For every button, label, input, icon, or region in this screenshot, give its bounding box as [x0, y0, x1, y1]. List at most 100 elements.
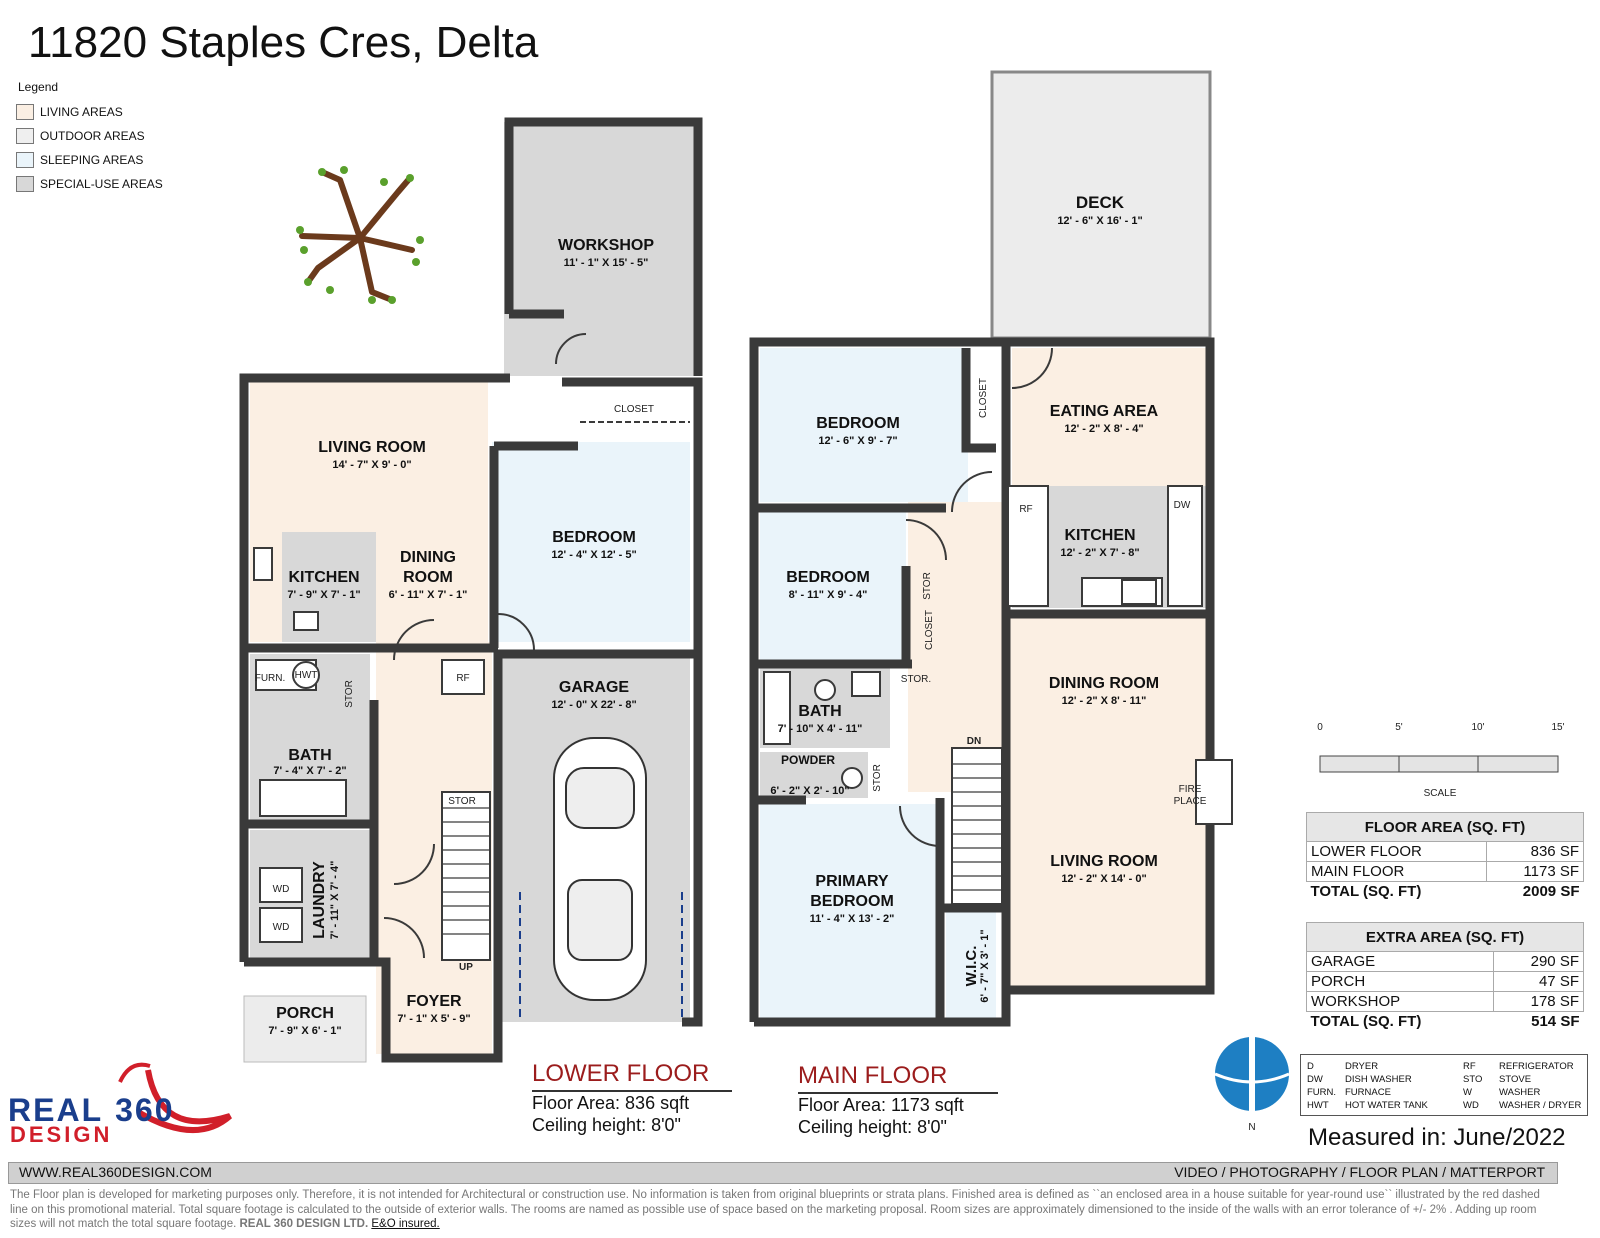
abbr-code: STO	[1463, 1074, 1483, 1085]
footer-services: VIDEO / PHOTOGRAPHY / FLOOR PLAN / MATTE…	[1174, 1164, 1545, 1180]
lower-rf-tag: RF	[456, 673, 469, 684]
floor-area-title: FLOOR AREA (SQ. FT)	[1306, 812, 1584, 842]
abbr-code: W	[1463, 1087, 1472, 1098]
main-fire-tag-2: PLACE	[1174, 796, 1207, 807]
logo-design: DESIGN	[10, 1122, 113, 1147]
measured-label: Measured in:	[1308, 1124, 1447, 1151]
main-bedroom1-name: BEDROOM	[816, 415, 900, 432]
scale-label: SCALE	[1424, 788, 1457, 799]
floor-area-value: 836 SF	[1485, 841, 1585, 862]
legend-label: LIVING AREAS	[40, 105, 123, 119]
main-closet-tag-1: CLOSET	[978, 378, 989, 418]
bedroom1-area	[760, 348, 968, 502]
main-stor-tag-3: STOR	[872, 764, 883, 792]
abbr-desc: WASHER / DRYER	[1499, 1100, 1582, 1111]
main-living-name: LIVING ROOM	[1050, 853, 1158, 870]
lower-foyer-dim: 7' - 1" X 5' - 9"	[397, 1013, 470, 1025]
extra-area-key: GARAGE	[1306, 951, 1494, 972]
lower-dining-name-2: ROOM	[403, 569, 453, 586]
main-powder-name: POWDER	[781, 753, 835, 767]
main-deck-name: DECK	[1076, 193, 1125, 212]
main-dn-tag: DN	[967, 736, 981, 747]
scale-tick-10: 10'	[1471, 722, 1484, 733]
bedroom-area	[492, 442, 690, 642]
abbr-desc: REFRIGERATOR	[1499, 1061, 1574, 1072]
primary-bedroom-area	[760, 804, 940, 1018]
main-bedroom1-dim: 12' - 6" X 9' - 7"	[818, 435, 897, 447]
abbr-desc: DRYER	[1345, 1061, 1379, 1072]
abbr-code: DW	[1307, 1074, 1323, 1085]
extra-area-value: 290 SF	[1492, 951, 1585, 972]
lower-dining-name-1: DINING	[400, 549, 456, 566]
lower-floor-area: Floor Area: 836 sqft	[532, 1093, 690, 1113]
main-powder-dim: 6' - 2" X 2' - 10"	[770, 785, 849, 797]
swatch-sleeping	[16, 152, 34, 168]
abbr-desc: STOVE	[1499, 1074, 1532, 1085]
lower-bedroom-name: BEDROOM	[552, 529, 636, 546]
lower-kitchen-name: KITCHEN	[288, 569, 359, 586]
lower-workshop-name: WORKSHOP	[558, 237, 654, 254]
legend-label: SPECIAL-USE AREAS	[40, 177, 163, 191]
main-floor-ceiling: Ceiling height: 8'0"	[798, 1117, 947, 1137]
main-primary-name-2: BEDROOM	[810, 893, 894, 910]
main-kitchen-dim: 12' - 2" X 7' - 8"	[1060, 547, 1139, 559]
lower-porch-name: PORCH	[276, 1005, 334, 1022]
abbr-desc: DISH WASHER	[1345, 1074, 1412, 1085]
lower-kitchen-dim: 7' - 9" X 7' - 1"	[287, 589, 360, 601]
abbr-code: D	[1307, 1061, 1314, 1072]
footer-website[interactable]: WWW.REAL360DESIGN.COM	[19, 1164, 212, 1180]
compass-label: N	[1248, 1122, 1255, 1133]
north-compass-icon: N	[1214, 1037, 1290, 1133]
scale-tick-0: 0	[1317, 722, 1323, 733]
legend-item-special: SPECIAL-USE AREAS	[16, 176, 163, 192]
main-floor-label: MAIN FLOOR	[798, 1062, 998, 1094]
lower-dining-dim: 6' - 11" X 7' - 1"	[389, 589, 468, 601]
scale-tick-5: 5'	[1395, 722, 1403, 733]
abbr-code: RF	[1463, 1061, 1476, 1072]
deck-area	[990, 70, 1212, 340]
swatch-special	[16, 176, 34, 192]
abbr-code: FURN.	[1307, 1087, 1337, 1098]
main-primary-dim: 11' - 4" X 13' - 2"	[810, 913, 895, 925]
main-floor-area: Floor Area: 1173 sqft	[798, 1095, 964, 1115]
main-rf-tag: RF	[1019, 504, 1032, 515]
swatch-living	[16, 104, 34, 120]
legend-label: OUTDOOR AREAS	[40, 129, 145, 143]
extra-area-total-key: TOTAL (SQ. FT)	[1310, 1013, 1422, 1030]
lower-garage-dim: 12' - 0" X 22' - 8"	[551, 699, 636, 711]
lower-workshop-dim: 11' - 1" X 15' - 5"	[564, 257, 649, 269]
car-icon	[553, 737, 647, 1001]
main-wic-name: W.I.C.	[963, 946, 980, 987]
lower-bath-name: BATH	[288, 747, 331, 764]
lower-living-name: LIVING ROOM	[318, 439, 426, 456]
lower-floor-plan: WORKSHOP 11' - 1" X 15' - 5" LIVING ROOM…	[239, 117, 703, 1063]
main-primary-name-1: PRIMARY	[815, 873, 889, 890]
extra-area-key: PORCH	[1306, 971, 1494, 992]
abbr-desc: FURNACE	[1345, 1087, 1391, 1098]
lower-garage-name: GARAGE	[559, 679, 630, 696]
lower-living-dim: 14' - 7" X 9' - 0"	[332, 459, 411, 471]
disclaimer-insured: E&O insured.	[371, 1218, 440, 1230]
scale-tick-15: 15'	[1551, 722, 1564, 733]
lower-foyer-name: FOYER	[406, 993, 462, 1010]
floor-area-value: 1173 SF	[1485, 861, 1585, 882]
lower-wd-tag-2: WD	[273, 922, 290, 933]
measured-date: Measured in: June/2022	[1308, 1124, 1566, 1152]
tree-icon	[296, 166, 424, 304]
main-bath-dim: 7' - 10" X 4' - 11"	[778, 723, 863, 735]
logo-360: 360	[115, 1092, 175, 1128]
legend-label: SLEEPING AREAS	[40, 153, 144, 167]
lower-laundry-dim: 7' - 11" X 7' - 4"	[329, 861, 341, 940]
porch-area	[243, 995, 367, 1063]
lower-porch-dim: 7' - 9" X 6' - 1"	[268, 1025, 341, 1037]
measured-value: June/2022	[1453, 1124, 1566, 1151]
extra-area-title: EXTRA AREA (SQ. FT)	[1306, 922, 1584, 952]
disclaimer: The Floor plan is developed for marketin…	[10, 1188, 1558, 1232]
lower-floor-block: LOWER FLOOR Floor Area: 836 sqft Ceiling…	[532, 1060, 732, 1136]
main-stor-tag-1: STOR	[922, 572, 933, 600]
